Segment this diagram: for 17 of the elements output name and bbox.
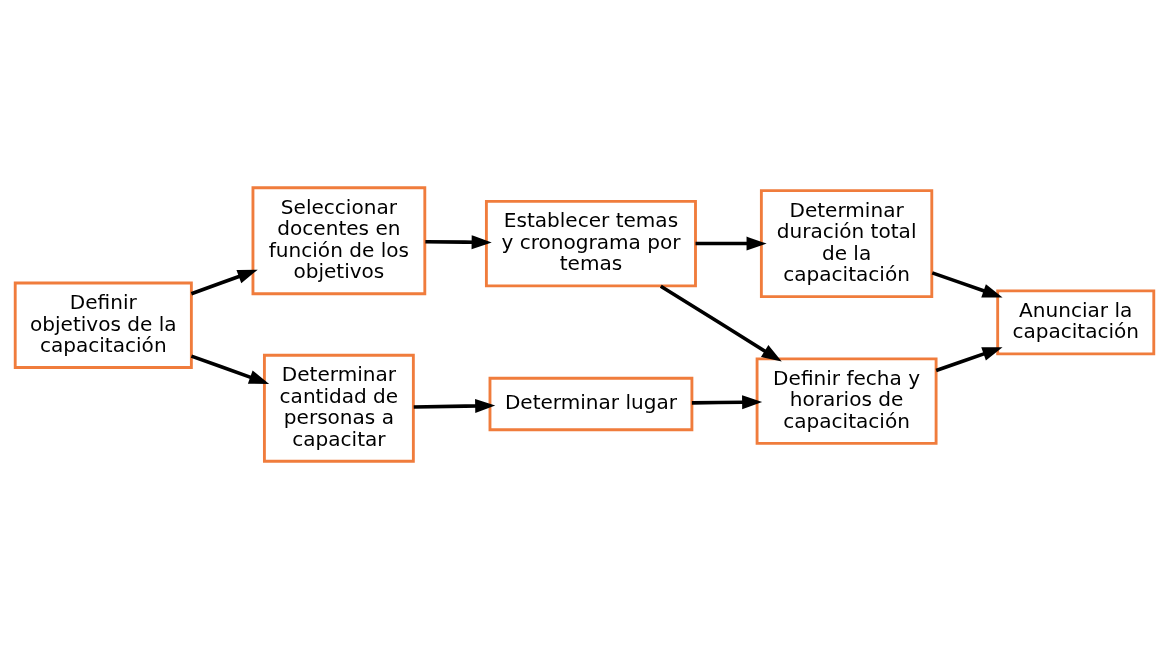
node-box: Establecer temas y cronograma por temas [484,199,697,288]
node-box: Seleccionar docentes en función de los objetivos [251,186,427,296]
arrow [659,284,782,362]
arrow [935,347,1003,373]
arrow [413,398,496,413]
arrow [190,269,258,296]
node-box: Definir objetivos de la capacitación [13,281,193,369]
arrow [190,354,270,384]
node-box: Determinar cantidad de personas a capacitar [263,353,415,463]
node-box: Definir fecha y horarios de capacitación [755,357,938,445]
arrow [425,235,492,250]
arrow [931,271,1003,298]
node-box: Anunciar la capacitación [996,289,1156,356]
arrow [691,395,763,410]
arrow [695,236,767,251]
node-box: Determinar duración total de la capacitación [759,189,934,298]
node-box: Determinar lugar [488,376,694,432]
